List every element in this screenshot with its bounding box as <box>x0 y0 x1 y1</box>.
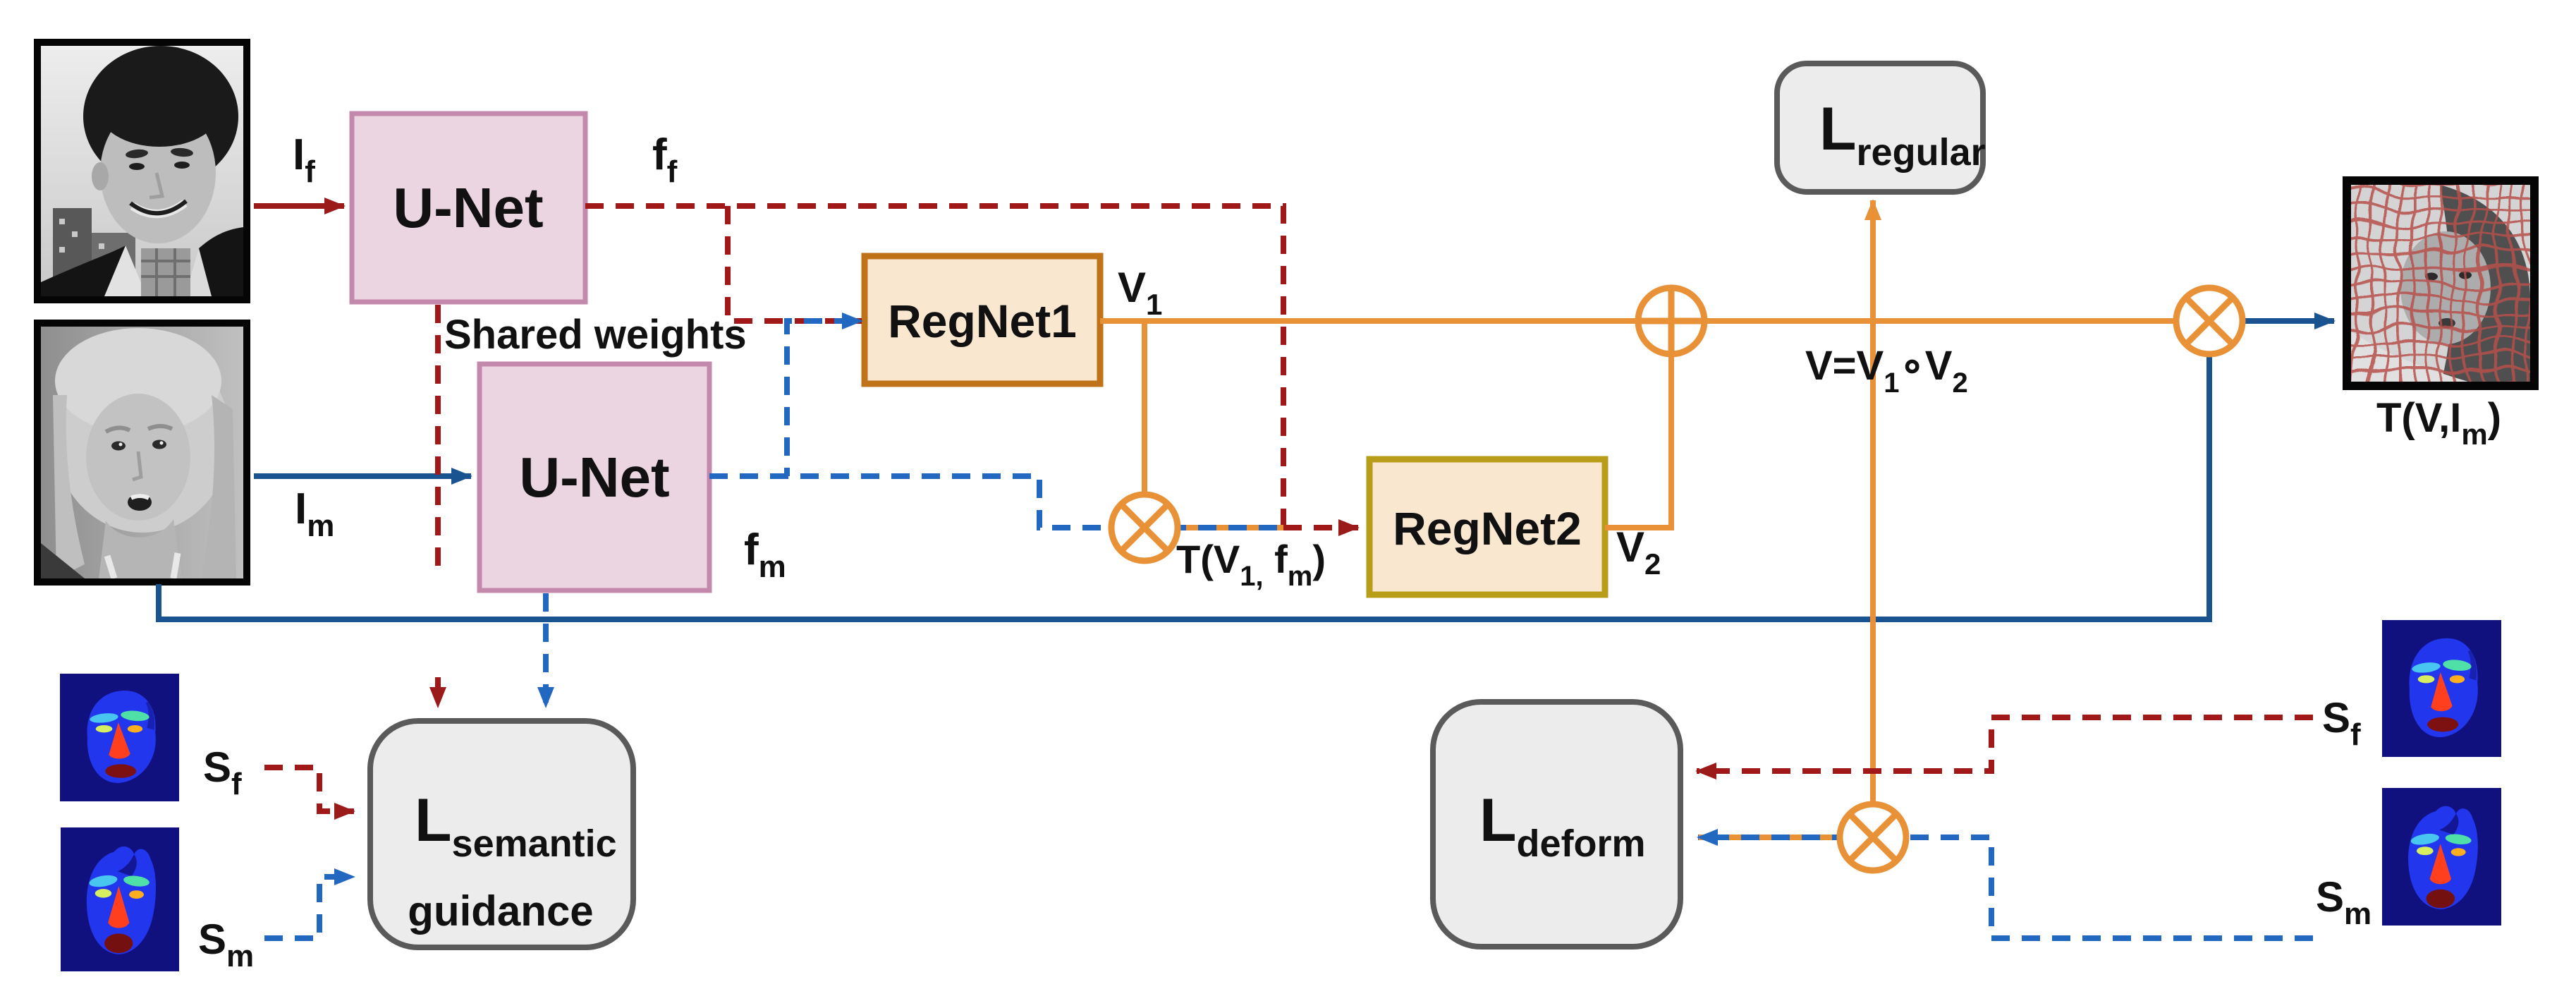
moving-image-photo <box>34 320 250 585</box>
segmap-sm-right <box>2382 788 2501 926</box>
warped-image <box>2343 176 2539 390</box>
fixed-image-photo <box>34 39 250 303</box>
sm-left-to-semantic <box>264 868 355 941</box>
seg-fixed-left-label: Sf <box>203 744 242 801</box>
segmap-sm-left <box>61 827 179 971</box>
warped-feature-label: T(V1, fm) <box>1176 537 1326 592</box>
warped-image-label: T(V,Im) <box>2376 395 2501 451</box>
input-fixed-label: If <box>293 131 315 189</box>
feat-fixed-label: ff <box>652 131 678 189</box>
unet-bottom-label: U-Net <box>519 446 669 509</box>
segmap-sf-right <box>2382 620 2501 757</box>
compose-operator <box>1635 284 1708 358</box>
fixed-feature-to-regnet1 <box>725 206 862 324</box>
loss-regular-label: Lregular <box>1819 95 1986 174</box>
sm-right-to-warp-op <box>1910 835 2313 941</box>
seg-fixed-right-label: Sf <box>2322 694 2361 752</box>
regnet2-box <box>1366 456 1609 598</box>
warp-operator-image <box>2173 284 2246 358</box>
sf-right-to-deform <box>1695 715 2313 779</box>
segmap-sf-left <box>60 674 179 801</box>
v-compose-label: V=V1∘V2 <box>1805 343 1968 399</box>
loss-semantic-box <box>367 718 636 950</box>
loss-deform-label: Ldeform <box>1479 787 1646 865</box>
warp-operator-seg <box>1836 801 1910 874</box>
loss-regular-box <box>1774 61 1986 195</box>
fixed-feature-line <box>585 203 1286 525</box>
regnet1-label: RegNet1 <box>888 295 1077 347</box>
v2-line <box>1605 356 1674 530</box>
guidance-note: guidance <box>408 887 593 935</box>
v1-label: V1 <box>1118 264 1162 321</box>
times-icon <box>1848 813 1898 862</box>
deformation-grid <box>2351 185 2530 382</box>
unet-bottom-box <box>477 361 712 593</box>
sf-left-to-semantic <box>264 765 355 820</box>
input-moving-label: Im <box>295 485 334 543</box>
unet-top-label: U-Net <box>393 176 543 239</box>
loss-deform-box <box>1430 699 1683 949</box>
seg-moving-left-label: Sm <box>198 916 254 973</box>
regnet2-label: RegNet2 <box>1393 502 1582 554</box>
moving-feature-to-regnet1 <box>784 313 863 476</box>
feat-moving-label: fm <box>744 526 786 584</box>
moving-image-bypass-line <box>156 356 2212 622</box>
moving-feature-line <box>709 473 1109 530</box>
loss-semantic-label: Lsemantic <box>415 787 617 865</box>
shared-weights-note: Shared weights <box>444 312 747 358</box>
times-icon <box>1120 503 1169 552</box>
seg-moving-right-label: Sm <box>2316 873 2371 931</box>
warp-operator-feature <box>1108 491 1181 564</box>
plus-icon <box>1641 291 1702 351</box>
times-icon <box>2185 296 2234 346</box>
v2-label: V2 <box>1616 523 1661 581</box>
